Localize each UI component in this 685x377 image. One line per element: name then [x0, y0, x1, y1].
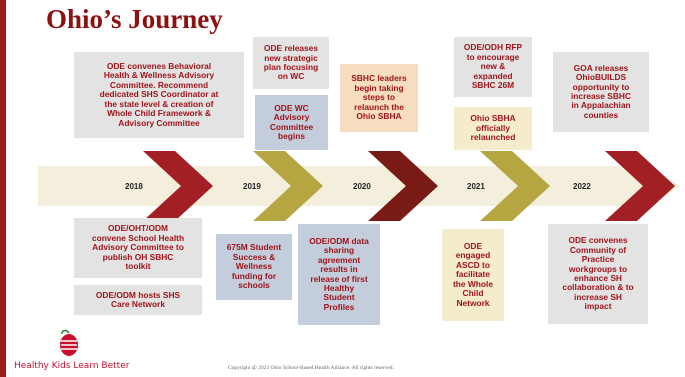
event-line: Advisory [273, 112, 310, 123]
event-2021-top-a: ODE/ODH RFP to encourage new & expanded … [454, 37, 532, 97]
event-line: counties [583, 109, 619, 120]
event-line: ODE/ODH RFP [463, 42, 523, 53]
event-line: relaunched [470, 132, 516, 143]
event-line: Advisory Committee to [92, 242, 184, 253]
event-line: begin taking [354, 82, 404, 93]
year-label-2021: 2021 [467, 182, 485, 191]
logo-tagline: Healthy Kids Learn Better [14, 361, 130, 371]
event-line: schools [238, 280, 270, 291]
event-line: Success & [232, 251, 276, 262]
event-2019-top-a: ODE releases new strategic plan focusing… [253, 37, 329, 89]
event-2018-bottom-b: ODE/ODM hosts SHS Care Network [74, 285, 202, 315]
event-2019-bottom: 675M Student Success & Wellness funding … [216, 234, 292, 300]
year-label-2022: 2022 [573, 182, 591, 191]
event-2020-bottom: ODE/ODM data sharing agreement results i… [298, 224, 380, 325]
event-line: Care Network [110, 299, 165, 309]
year-label-2019: 2019 [243, 182, 261, 191]
event-line: increase SBHC [570, 91, 632, 101]
event-line: Wellness [235, 261, 273, 272]
timeline-arrow-2020 [368, 151, 438, 221]
event-line: Committee. Recommend [109, 79, 209, 90]
event-2021-bottom: ODE engaged ASCD to facilitate the Whole… [442, 229, 504, 321]
event-line: expanded [473, 70, 513, 81]
left-accent-bar [0, 0, 6, 377]
event-2018-bottom-a: ODE/OHT/ODM convene School Health Adviso… [74, 218, 202, 278]
event-2021-top-b: Ohio SBHA officially relaunched [454, 107, 532, 150]
event-line: Student [323, 292, 355, 303]
event-line: Ohio SBHA [356, 111, 402, 122]
timeline-arrow-2021 [480, 151, 550, 221]
event-line: Network [456, 297, 490, 308]
event-line: ODE convenes Behavioral [106, 61, 212, 72]
event-line: Whole Child Framework & [107, 108, 211, 119]
year-label-2018: 2018 [125, 182, 143, 191]
event-line: officially [476, 122, 510, 133]
event-line: in Appalachian [571, 100, 631, 111]
event-line: impact [584, 301, 612, 312]
event-2022-bottom: ODE convenes Community of Practice workg… [548, 224, 648, 324]
event-line: collaboration & to [562, 282, 634, 293]
event-line: publish OH SBHC [102, 251, 174, 262]
event-line: OhioBUILDS [575, 72, 627, 83]
event-line: new strategic [264, 52, 318, 63]
event-line: Health & Wellness Advisory [103, 70, 215, 81]
event-line: opportunity to [572, 81, 630, 92]
event-line: ODE WC [274, 102, 309, 113]
event-line: relaunch the [354, 101, 404, 112]
event-line: SBHC 26M [471, 80, 515, 91]
event-line: the Whole [452, 278, 493, 289]
event-line: funding for [231, 270, 277, 281]
event-line: Advisory Committee [118, 117, 200, 128]
event-line: sharing [323, 245, 355, 256]
event-2018-top: ODE convenes Behavioral Health & Wellnes… [74, 52, 244, 138]
event-line: Ohio SBHA [470, 113, 516, 124]
event-line: convene School Health [91, 232, 185, 243]
event-line: workgroups to [568, 263, 628, 274]
event-line: enhance SH [574, 273, 622, 283]
event-line: ODE releases [263, 43, 318, 54]
timeline-arrow-2022 [605, 151, 675, 221]
event-line: ASCD to [456, 259, 490, 270]
copyright-notice: Copyright @ 2023 Ohio School-Based Healt… [228, 365, 394, 371]
event-line: facilitate [456, 269, 490, 280]
event-line: SBHC leaders [351, 73, 407, 84]
event-line: agreement [317, 254, 361, 265]
event-line: ODE/ODM data [309, 235, 369, 246]
event-line: increase SH [574, 291, 622, 302]
event-line: Child [462, 288, 484, 299]
event-line: GOA releases [573, 62, 629, 73]
event-2022-top: GOA releases OhioBUILDS opportunity to i… [553, 52, 649, 132]
event-line: dedicated SHS Coordinator at [99, 89, 219, 100]
event-line: new & [480, 61, 506, 72]
event-line: 675M Student [226, 242, 282, 253]
year-label-2020: 2020 [353, 182, 371, 191]
event-line: to encourage [466, 51, 520, 62]
event-line: ODE [463, 241, 483, 252]
event-line: steps to [362, 92, 396, 103]
apple-logo-icon [60, 329, 78, 356]
event-line: Profiles [323, 301, 355, 312]
event-2019-top-b: ODE WC Advisory Committee begins [255, 95, 328, 150]
timeline-arrow-2018 [143, 151, 213, 221]
event-line: toolkit [125, 261, 151, 272]
event-line: on WC [277, 71, 305, 82]
event-line: Practice [581, 254, 615, 265]
event-line: Healthy [323, 282, 355, 293]
event-line: Community of [569, 244, 627, 255]
event-line: ODE convenes [568, 235, 628, 246]
event-line: begins [278, 130, 305, 141]
slide-title: Ohio’s Journey [46, 4, 223, 34]
event-line: release of first [310, 273, 368, 284]
event-line: ODE/ODM hosts SHS [95, 289, 181, 300]
event-line: ODE/OHT/ODM [107, 223, 169, 234]
event-line: engaged [455, 250, 491, 261]
event-line: plan focusing [263, 62, 319, 72]
event-line: Committee [269, 121, 314, 132]
timeline-arrow-2019 [253, 151, 323, 221]
event-2020-top: SBHC leaders begin taking steps to relau… [340, 64, 418, 132]
event-line: results in [320, 264, 358, 275]
event-line: the state level & creation of [104, 98, 214, 109]
